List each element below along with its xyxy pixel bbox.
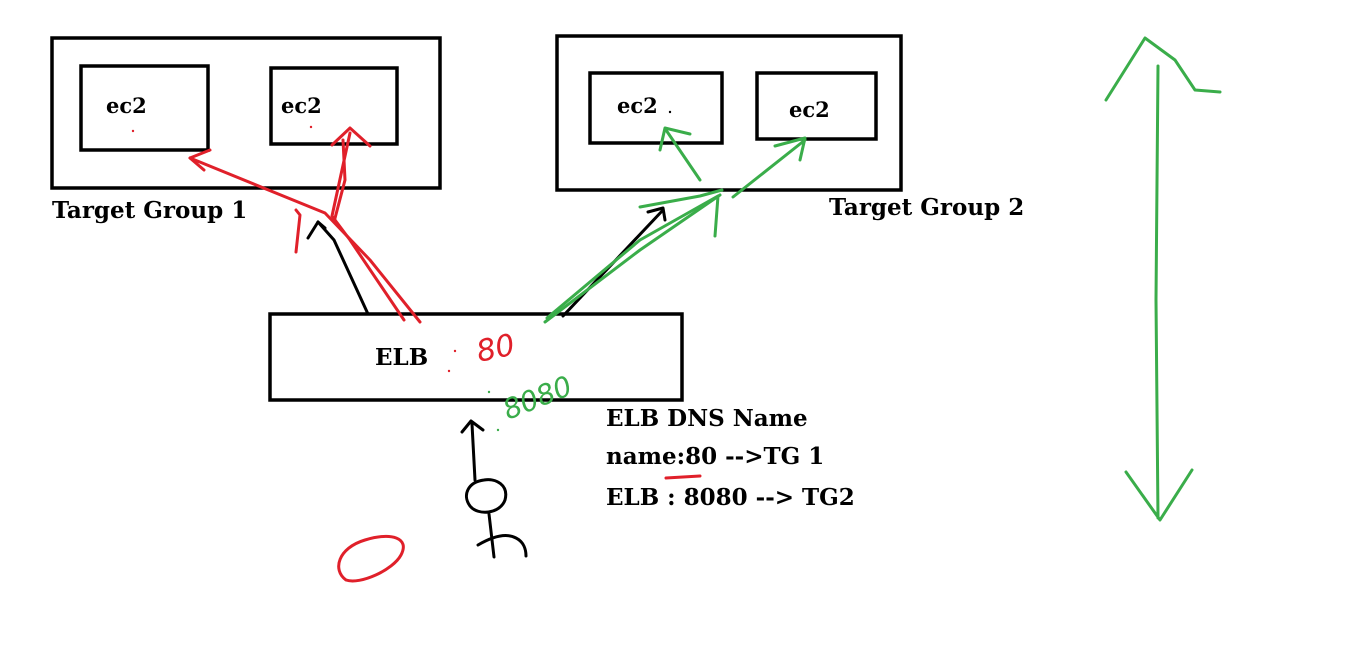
- dns-notes: ELB DNS Name name:80 -->TG 1 ELB : 8080 …: [606, 405, 855, 511]
- red-dot: [131, 129, 135, 133]
- red-dot: [309, 125, 313, 129]
- tg1-ec2-box-1: [79, 64, 210, 152]
- user-arrow-shaft: [470, 422, 477, 482]
- red-dot: [453, 349, 457, 353]
- red-stroke: [294, 208, 302, 254]
- tg1-ec2-label-2: ec2: [281, 93, 322, 118]
- black-arrowhead: [646, 206, 667, 222]
- green-arrow-to-ec2-2: [731, 138, 807, 199]
- target-group-1-box: [50, 36, 442, 190]
- red-arrows: [188, 126, 422, 324]
- target-group-1: ec2 ec2 Target Group 1: [50, 36, 442, 224]
- green-arrow-shadow: [543, 193, 722, 324]
- green-dot: [487, 390, 491, 394]
- tg2-ec2-label-1: ec2: [617, 93, 658, 118]
- green-arrowhead: [658, 126, 692, 152]
- elb-box: [268, 312, 684, 402]
- green-stroke: [638, 188, 724, 209]
- red-dot: [447, 369, 451, 373]
- green-arrow-to-ec2-1: [664, 128, 702, 182]
- user-head: [465, 478, 508, 514]
- note-line-2: name:80 -->TG 1: [606, 443, 824, 470]
- tg2-ec2-box-2: [755, 71, 878, 141]
- red-underline: [664, 474, 702, 480]
- user-body: [487, 512, 496, 559]
- red-arrowhead: [330, 126, 372, 148]
- green-vertical-shaft: [1154, 64, 1160, 520]
- green-arrowhead: [773, 136, 807, 162]
- note-line-1: ELB DNS Name: [606, 405, 808, 432]
- green-port-handwriting: 8080: [498, 369, 576, 426]
- red-port-handwriting: 80: [473, 328, 518, 370]
- red-stroke: [332, 138, 347, 224]
- green-arrowhead-top: [1104, 36, 1222, 102]
- green-arrow-main: [545, 194, 720, 320]
- load-balancer: ELB: [268, 312, 684, 432]
- target-group-2-label: Target Group 2: [829, 194, 1024, 221]
- note-line-3: ELB : 8080 --> TG2: [606, 484, 855, 511]
- user-arrowhead: [460, 419, 485, 434]
- black-dot: [668, 110, 672, 114]
- green-vertical-arrow: [1104, 36, 1222, 522]
- black-arrowhead: [306, 220, 327, 240]
- red-scribble-circle: [337, 535, 405, 583]
- target-group-2-box: [555, 34, 903, 192]
- target-group-1-label: Target Group 1: [52, 197, 247, 224]
- elb-label: ELB: [375, 344, 428, 371]
- target-group-2: ec2 ec2 Target Group 2: [555, 34, 1024, 221]
- user-figure: [460, 419, 528, 559]
- green-arrows: [543, 126, 807, 324]
- red-arrow-to-ec2-2: [330, 131, 406, 322]
- green-dot: [496, 428, 500, 432]
- tg1-ec2-label-1: ec2: [106, 93, 147, 118]
- red-arrow-to-ec2-1: [188, 156, 422, 324]
- green-arrowhead-bottom: [1124, 468, 1194, 522]
- tg2-ec2-box-1: [588, 71, 724, 145]
- red-arrowhead: [188, 148, 212, 172]
- tg2-ec2-label-2: ec2: [789, 97, 830, 122]
- user-arms: [476, 534, 528, 558]
- black-arrow-to-tg1: [316, 220, 370, 316]
